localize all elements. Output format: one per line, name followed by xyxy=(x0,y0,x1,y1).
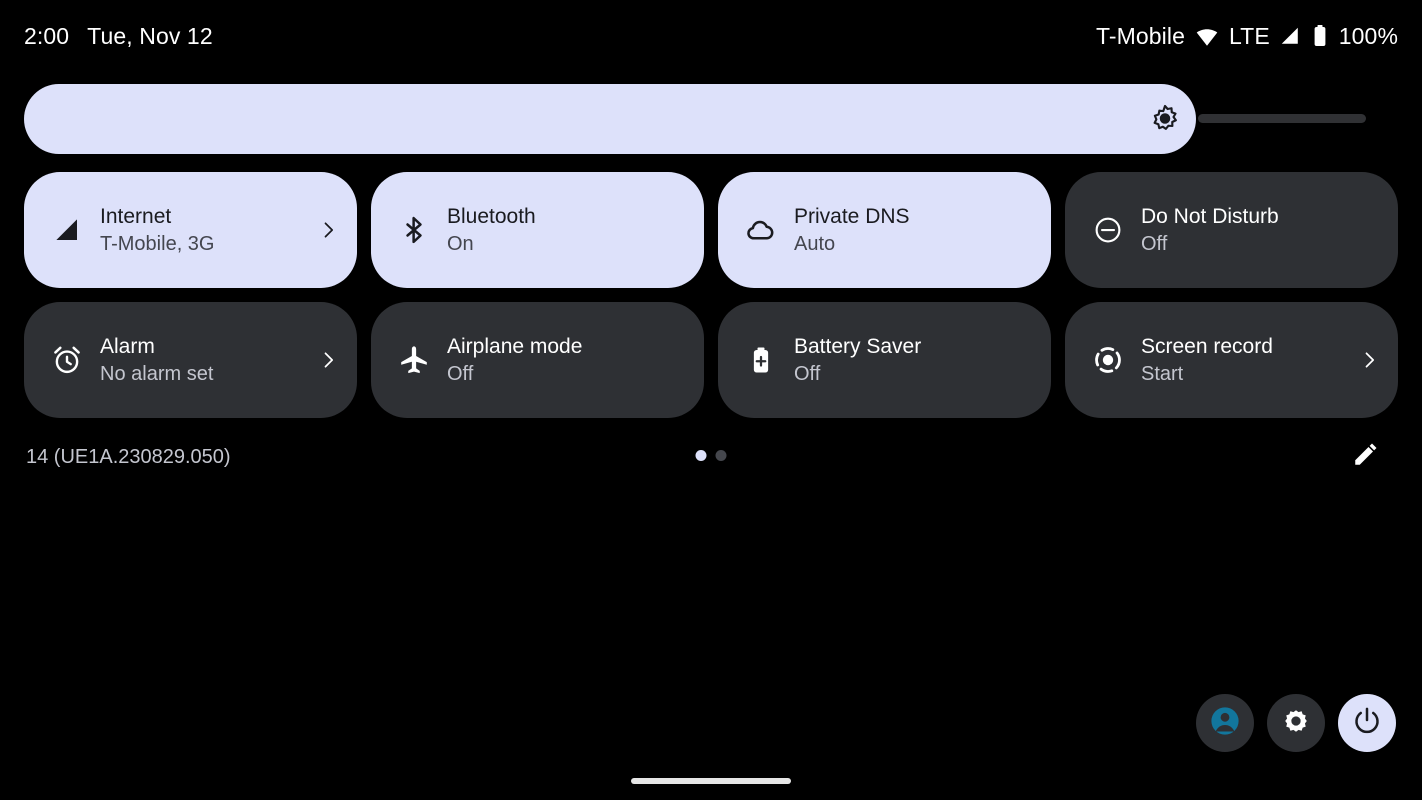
tile-internet[interactable]: Internet T-Mobile, 3G xyxy=(24,172,357,288)
page-dot-1[interactable] xyxy=(695,450,707,461)
status-date: Tue, Nov 12 xyxy=(87,22,213,49)
tile-title: Internet xyxy=(100,205,172,228)
tile-title: Airplane mode xyxy=(447,335,583,358)
tile-airplane-mode[interactable]: Airplane mode Off xyxy=(371,302,704,418)
footer-action-buttons xyxy=(1196,694,1396,752)
tile-title: Alarm xyxy=(100,335,155,358)
tile-subtitle: Off xyxy=(1141,233,1168,255)
tile-title: Private DNS xyxy=(794,205,910,228)
edit-tiles-button[interactable] xyxy=(1350,440,1382,472)
status-carrier: T-Mobile xyxy=(1095,22,1185,49)
tile-subtitle: Auto xyxy=(794,233,836,255)
brightness-icon xyxy=(1150,104,1180,134)
screen-record-icon xyxy=(1091,343,1125,377)
status-network-type: LTE xyxy=(1228,22,1270,49)
cell-signal-icon xyxy=(50,213,84,247)
tile-labels: Internet T-Mobile, 3G xyxy=(100,204,307,256)
tile-subtitle: No alarm set xyxy=(100,363,214,385)
user-switcher-button[interactable] xyxy=(1196,694,1254,752)
chevron-right-icon[interactable] xyxy=(317,219,339,241)
page-indicator xyxy=(695,450,727,461)
tile-subtitle: T-Mobile, 3G xyxy=(100,233,215,255)
status-battery-percent: 100% xyxy=(1338,22,1398,49)
wifi-icon xyxy=(1194,23,1220,49)
chevron-right-icon[interactable] xyxy=(1358,349,1380,371)
cell-signal-icon xyxy=(1279,25,1301,47)
quick-settings-tile-grid: Internet T-Mobile, 3G Bluetooth On xyxy=(24,172,1398,418)
tile-title: Battery Saver xyxy=(794,335,922,358)
tile-labels: Alarm No alarm set xyxy=(100,334,307,386)
power-button[interactable] xyxy=(1338,694,1396,752)
tile-labels: Private DNS Auto xyxy=(794,204,1001,256)
tile-labels: Do Not Disturb Off xyxy=(1141,204,1348,256)
status-bar-left: 2:00 Tue, Nov 12 xyxy=(24,22,213,49)
tile-labels: Bluetooth On xyxy=(447,204,654,256)
minus-circle-icon xyxy=(1091,213,1125,247)
brightness-track-remaining[interactable] xyxy=(1198,114,1366,123)
battery-icon xyxy=(1310,24,1330,48)
status-bar: 2:00 Tue, Nov 12 T-Mobile LTE 100% xyxy=(0,0,1422,72)
airplane-icon xyxy=(397,343,431,377)
tile-screen-record[interactable]: Screen record Start xyxy=(1065,302,1398,418)
settings-button[interactable] xyxy=(1267,694,1325,752)
page-dot-2[interactable] xyxy=(715,450,727,461)
tile-title: Bluetooth xyxy=(447,205,536,228)
chevron-right-icon[interactable] xyxy=(317,349,339,371)
tile-subtitle: Off xyxy=(447,363,474,385)
tile-private-dns[interactable]: Private DNS Auto xyxy=(718,172,1051,288)
pencil-icon xyxy=(1351,439,1381,474)
tile-do-not-disturb[interactable]: Do Not Disturb Off xyxy=(1065,172,1398,288)
tile-labels: Screen record Start xyxy=(1141,334,1348,386)
cloud-icon xyxy=(744,213,778,247)
tile-title: Screen record xyxy=(1141,335,1273,358)
tile-battery-saver[interactable]: Battery Saver Off xyxy=(718,302,1051,418)
status-clock: 2:00 xyxy=(24,22,70,49)
brightness-slider[interactable] xyxy=(24,84,1196,154)
tile-bluetooth[interactable]: Bluetooth On xyxy=(371,172,704,288)
bluetooth-icon xyxy=(397,213,431,247)
gear-icon xyxy=(1280,705,1312,742)
quick-settings-footer: 14 (UE1A.230829.050) xyxy=(0,436,1422,478)
home-gesture-handle[interactable] xyxy=(631,778,791,784)
tile-labels: Battery Saver Off xyxy=(794,334,1001,386)
tile-alarm[interactable]: Alarm No alarm set xyxy=(24,302,357,418)
tile-subtitle: Start xyxy=(1141,363,1184,385)
battery-plus-icon xyxy=(744,343,778,377)
tile-subtitle: On xyxy=(447,233,474,255)
tile-labels: Airplane mode Off xyxy=(447,334,654,386)
tile-subtitle: Off xyxy=(794,363,821,385)
alarm-clock-icon xyxy=(50,343,84,377)
user-avatar-icon xyxy=(1208,704,1242,743)
power-icon xyxy=(1352,706,1382,741)
brightness-row xyxy=(24,84,1398,154)
tile-title: Do Not Disturb xyxy=(1141,205,1279,228)
build-version-label: 14 (UE1A.230829.050) xyxy=(26,446,231,468)
status-bar-right: T-Mobile LTE 100% xyxy=(1096,23,1398,49)
